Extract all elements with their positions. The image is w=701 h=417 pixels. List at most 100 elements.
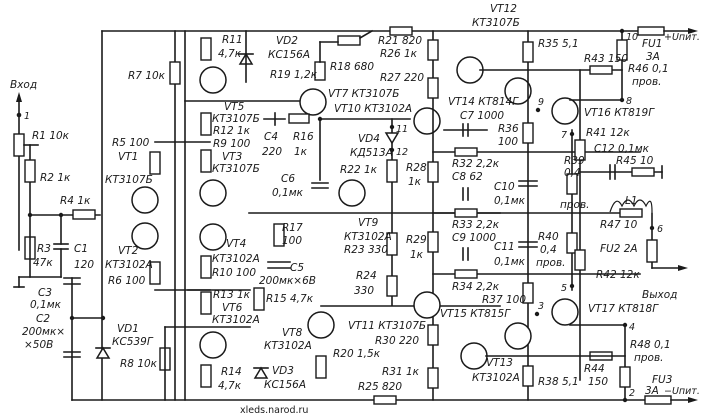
resistor-r39 (566, 173, 578, 195)
label-vt10: VT10 КТ3102А (334, 103, 412, 115)
label-vt11: VT11 КТ3107Б (348, 320, 426, 332)
node-5-dot (569, 283, 575, 289)
resistor-r13 (200, 291, 212, 315)
watermark-text: xleds.narod.ru (240, 405, 308, 416)
label-vd2: VD2 (276, 35, 298, 47)
label-r47: R47 10 (600, 219, 638, 231)
resistor-r22 (386, 159, 398, 183)
supply-minus-arrow-icon (688, 397, 698, 403)
label-c2-value: 200мк× (22, 326, 65, 338)
resistor-r35 (522, 41, 534, 63)
label-vt9-type: КТ3102А (344, 231, 392, 243)
node-12-label: 12 (396, 147, 408, 158)
label-r40: R40 (538, 231, 559, 243)
label-vd3: VD3 (272, 365, 294, 377)
node-6-label: 6 (657, 224, 663, 235)
label-c2: C2 (36, 313, 50, 325)
node-9-dot (535, 107, 541, 113)
label-vt6-type: КТ3102А (212, 314, 260, 326)
label-vd1-type: КС539Г (112, 336, 154, 348)
transistor-vt3 (199, 179, 227, 207)
junction (100, 315, 106, 321)
node-7-label: 7 (561, 130, 567, 141)
transistor-vt17 (551, 298, 579, 326)
label-r9: R9 100 (213, 138, 251, 150)
zener-vd3-icon (253, 366, 269, 379)
node-9-label: 9 (538, 97, 544, 108)
label-r24: R24 (356, 270, 377, 282)
label-r40-type: пров. (536, 257, 565, 269)
resistor-r26 (427, 39, 439, 61)
label-vt15: VT15 КТ815Г (440, 308, 511, 320)
node-11-label: 11 (396, 124, 408, 135)
node-10-label: 10 (626, 32, 638, 43)
label-vt12: VT12 (490, 3, 517, 15)
label-r28-value: 1к (408, 176, 422, 188)
label-fu2: FU2 2А (600, 243, 638, 255)
resistor-r38 (522, 365, 534, 387)
junction (69, 315, 75, 321)
label-r29: R29 (406, 234, 427, 246)
label-vt8: VT8 (282, 327, 303, 339)
label-c8: C8 62 (452, 171, 483, 183)
label-c4-value: 220 (262, 146, 282, 158)
label-r41: R41 12к (586, 127, 630, 139)
node-8-label: 8 (626, 96, 632, 107)
resistor-r43 (589, 65, 613, 75)
output-label: Выход (642, 289, 677, 301)
resistor-r20 (315, 355, 327, 379)
label-vd3-type: КС156А (264, 379, 306, 391)
fuse-fu3 (644, 395, 672, 405)
transistor-vt14 (504, 77, 532, 105)
label-r43: R43 150 (584, 53, 628, 65)
label-c11: C11 (494, 241, 515, 253)
transistor-vt4 (199, 223, 227, 251)
label-r32: R32 2,2к (452, 158, 500, 170)
node-2-dot (622, 397, 628, 403)
label-vt1: VT1 (118, 151, 138, 163)
resistor-r18 (337, 35, 361, 46)
label-r16: R16 (293, 131, 314, 143)
node-7-dot (569, 131, 575, 137)
resistor-r32 (454, 147, 478, 157)
label-fu1: FU1 (642, 38, 662, 50)
transistor-vt11 (413, 291, 441, 319)
label-r34: R34 2,2к (452, 281, 500, 293)
node-1-label: 1 (24, 111, 30, 122)
label-r45: R45 10 (616, 155, 654, 167)
label-r25: R25 820 (358, 381, 402, 393)
label-r12: R12 1к (213, 125, 251, 137)
resistor-r31 (427, 367, 439, 389)
label-r17: R17 (282, 222, 303, 234)
resistor-r23 (386, 232, 398, 256)
resistor-r47 (619, 208, 643, 218)
label-fu3: FU3 (652, 374, 672, 386)
labels: Вход 1 R1 10к R2 1к R4 1к R3 47к C1 120 … (10, 3, 700, 416)
resistor-r12 (200, 112, 212, 136)
node-10-dot (619, 28, 625, 34)
label-r5: R5 100 (112, 137, 150, 149)
label-r22: R22 1к (340, 164, 378, 176)
label-vt17: VT17 КТ818Г (588, 303, 659, 315)
resistor-r7 (169, 61, 181, 85)
label-vt12-type: КТ3107Б (472, 17, 520, 29)
label-c3: C3 (38, 287, 52, 299)
resistor-r2 (24, 159, 36, 183)
label-r11: R11 (222, 34, 243, 46)
label-vt3-type: КТ3107Б (212, 163, 260, 175)
label-vt14: VT14 КТ814Г (448, 96, 519, 108)
label-c4: C4 (264, 131, 278, 143)
resistor-r45 (631, 167, 655, 177)
label-vt6: VT6 (222, 302, 243, 314)
diode-vd4-icon (384, 132, 400, 145)
label-r37: R37 100 (482, 294, 526, 306)
output-arrow-icon (678, 265, 688, 271)
transistor-vt13 (460, 342, 488, 370)
transistor-vt12 (456, 56, 484, 84)
fuse-fu1 (637, 26, 665, 36)
supply-minus-label: −Uпит. (664, 386, 700, 397)
resistor-r16 (288, 113, 310, 124)
transistor-vt7 (299, 88, 327, 116)
label-r11-value: 4,7к (218, 48, 242, 60)
label-r6: R6 100 (108, 275, 146, 287)
